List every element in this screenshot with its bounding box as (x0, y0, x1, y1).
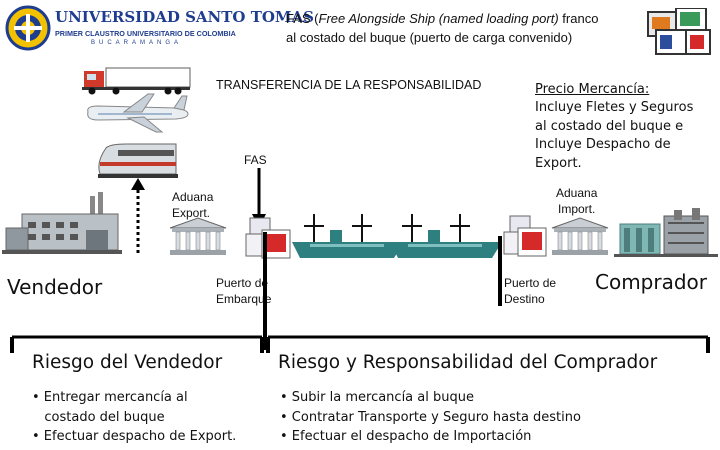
fas-italic: Free Alongside Ship (named loading port) (318, 11, 559, 26)
comprador-label: Comprador (595, 270, 708, 294)
puerto-embarque-label-2: Embarque (216, 292, 272, 306)
seller-risk-heading: Riesgo del Vendedor (32, 352, 223, 373)
buyer-plant-icon (614, 208, 718, 257)
seal-icon (5, 5, 51, 51)
transfer-title: TRANSFERENCIA DE LA RESPONSABILIDAD (216, 78, 482, 92)
fas-label: FAS (244, 153, 267, 167)
puerto-destino-label-1: Puerto de (504, 276, 557, 290)
price-line: Export. (535, 155, 582, 171)
fas-prefix: FAS ( (286, 11, 319, 26)
seller-bullet: • Entregar mercancía al (32, 390, 188, 405)
buyer-bullet: • Efectuar el despacho de Importación (280, 429, 532, 444)
truck-icon (82, 67, 191, 95)
fas-suffix: franco (558, 11, 599, 26)
airplane-icon (87, 93, 189, 133)
aduana-export-label-2: Export. (172, 206, 211, 220)
factory-icon (2, 192, 122, 254)
aduana-import-label-1: Aduana (556, 186, 598, 200)
vendedor-label: Vendedor (7, 275, 103, 299)
customs-import-icon (551, 217, 609, 255)
customs-export-icon (169, 217, 227, 255)
containers-left-icon (245, 217, 291, 259)
ship-icon (292, 214, 404, 258)
price-lines: Incluye Fletes y Seguros al costado del … (535, 99, 693, 173)
divider-destino (498, 236, 502, 306)
risk-divider-bar (10, 335, 710, 353)
price-line: Incluye Despacho de (535, 137, 671, 152)
buyer-bullet: • Subir la mercancía al buque (280, 390, 474, 405)
buyer-risk-heading: Riesgo y Responsabilidad del Comprador (278, 352, 658, 373)
train-icon (98, 143, 178, 178)
puerto-embarque-label-1: Puerto de (216, 276, 269, 290)
dotted-arrow-icon (131, 178, 145, 256)
seller-bullets: • Entregar mercancía al costado del buqu… (32, 388, 236, 447)
aduana-export-label-1: Aduana (172, 190, 214, 204)
fas-definition-line2: al costado del buque (puerto de carga co… (286, 30, 573, 45)
buyer-bullets: • Subir la mercancía al buque • Contrata… (280, 388, 581, 447)
logo-subtitle: PRIMER CLAUSTRO UNIVERSITARIO DE COLOMBI… (55, 29, 236, 38)
seller-bullet: costado del buque (32, 409, 165, 425)
ship-icon (390, 214, 502, 258)
containers-right-icon (503, 215, 547, 257)
logo-name: UNIVERSIDAD SANTO TOMAS (55, 8, 315, 26)
incoterms-graphic (647, 8, 711, 55)
price-line: Incluye Fletes y Seguros (535, 100, 694, 115)
divider-embarque (263, 232, 267, 350)
price-title: Precio Mercancía: (535, 82, 650, 97)
seller-bullet: • Efectuar despacho de Export. (32, 429, 237, 444)
puerto-destino-label-2: Destino (504, 292, 545, 306)
fas-definition-line1: FAS (Free Alongside Ship (named loading … (286, 11, 598, 26)
buyer-bullet: • Contratar Transporte y Seguro hasta de… (280, 409, 581, 425)
price-line: al costado del buque e (535, 118, 684, 134)
aduana-import-label-2: Import. (558, 202, 596, 216)
university-logo: UNIVERSIDAD SANTO TOMAS PRIMER CLAUSTRO … (5, 5, 314, 51)
logo-tagline: BUCARAMANGA (91, 40, 183, 46)
